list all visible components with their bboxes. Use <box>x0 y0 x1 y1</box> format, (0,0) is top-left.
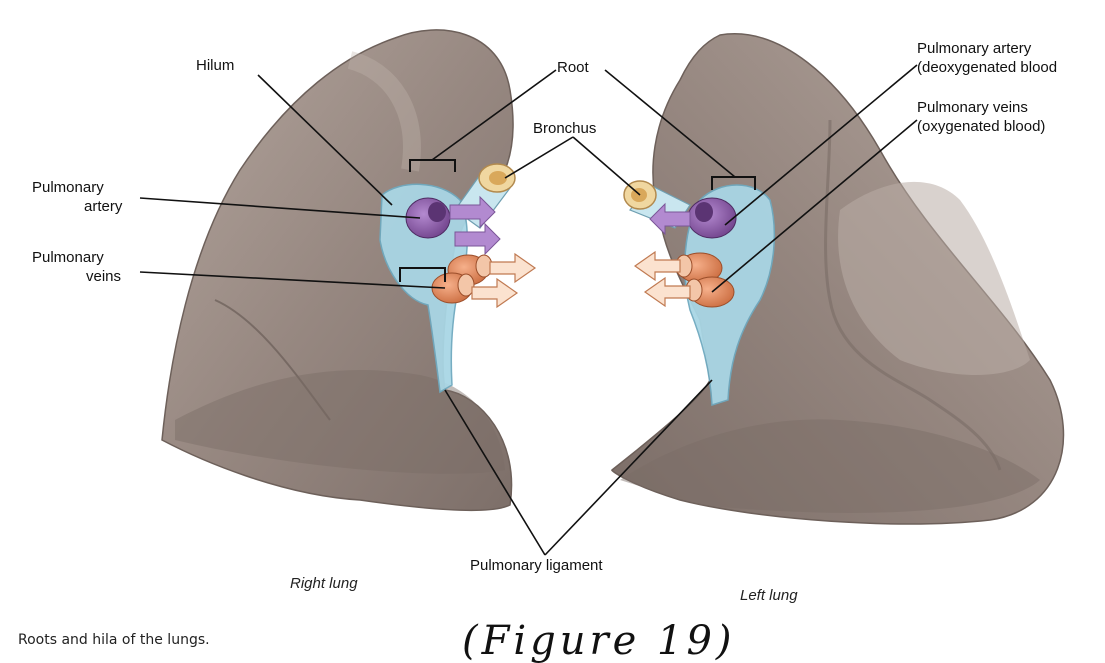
label-left-lung: Left lung <box>740 587 798 604</box>
label-pulmonary-veins-left-line2: (oxygenated blood) <box>917 118 1045 135</box>
label-pulmonary-artery-right-line1: Pulmonary <box>32 179 104 196</box>
right-pulmonary-artery-lumen <box>428 202 446 222</box>
bronchus-leader-right <box>505 137 573 178</box>
label-hilum: Hilum <box>196 57 234 74</box>
label-pulmonary-artery-left-line2: (deoxygenated blood <box>917 59 1057 76</box>
label-root: Root <box>557 59 590 76</box>
label-right-lung: Right lung <box>290 575 358 592</box>
right-vein-arrow-upper <box>490 254 535 282</box>
figure-caption: Roots and hila of the lungs. <box>18 632 210 648</box>
left-pulmonary-artery-lumen <box>695 202 713 222</box>
figure-number-handwritten: (Figure 19) <box>462 618 736 663</box>
label-pulmonary-artery-right-line2: artery <box>84 198 123 215</box>
label-pulmonary-artery-left-line1: Pulmonary artery <box>917 40 1032 57</box>
label-pulmonary-veins-right-line1: Pulmonary <box>32 249 104 266</box>
label-pulmonary-veins-right-line2: veins <box>86 268 121 285</box>
right-lung <box>162 30 535 511</box>
label-pulmonary-veins-left-line1: Pulmonary veins <box>917 99 1028 116</box>
bronchus-leader-left <box>573 137 640 195</box>
label-pulmonary-ligament: Pulmonary ligament <box>470 557 603 574</box>
label-bronchus: Bronchus <box>533 120 596 137</box>
left-pulmonary-artery <box>688 198 736 238</box>
